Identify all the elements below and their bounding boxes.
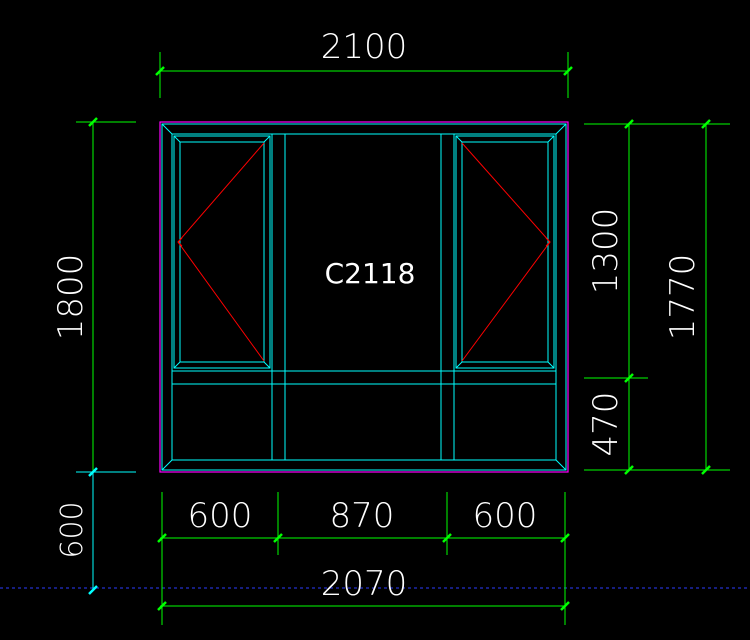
left-sash-outer — [173, 135, 271, 369]
outer-frame — [161, 123, 567, 471]
right-hinge-tick — [545, 237, 551, 247]
right-sash-bevel-tr — [547, 135, 555, 143]
dim-bottom-total-tick-right — [560, 601, 570, 611]
dim-bottom-segment-3: 600 — [473, 496, 538, 536]
frame-bevel-tr — [555, 123, 567, 135]
dim-bottom-segment-1: 600 — [188, 496, 253, 536]
dim-top-tick-left — [155, 66, 165, 76]
dim-top-width: 2100 — [321, 27, 408, 67]
dim-bottom-total-tick-left — [157, 601, 167, 611]
dim-bottom-tick-2 — [273, 533, 283, 543]
left-hinge-tick — [177, 237, 183, 247]
dim-bottom-tick-1 — [157, 533, 167, 543]
frame-bevel-br — [555, 459, 567, 471]
dim-right-tick-bottom — [624, 465, 634, 475]
dim-sill-tick-bottom — [88, 585, 98, 595]
right-opening-marker — [461, 142, 551, 362]
right-sash-inner — [461, 141, 549, 363]
right-sash-outer — [455, 135, 555, 369]
dim-bottom-tick-4 — [560, 533, 570, 543]
dim-right-tick-top — [624, 119, 634, 129]
dim-bottom-segment-2: 870 — [330, 496, 395, 536]
dim-right-upper-height: 1300 — [586, 208, 626, 295]
left-sash-inner — [179, 141, 265, 363]
dimension-lines — [76, 52, 730, 625]
right-sash-bevel-tl — [455, 135, 463, 143]
dim-right-total-height: 1770 — [663, 254, 703, 341]
window-tag: C2118 — [325, 257, 416, 290]
outer-frame-magenta — [159, 121, 569, 473]
dim-bottom-total-width: 2070 — [321, 564, 408, 604]
frame-bevel-bl — [161, 459, 173, 471]
dim-left-height: 1800 — [51, 254, 91, 341]
frame-bevel-tl — [161, 123, 173, 135]
right-sash-bevel-bl — [455, 361, 463, 369]
left-opening-marker — [177, 142, 265, 362]
left-sash-bevel-tl — [173, 135, 181, 143]
left-sash-bevel-br — [263, 361, 271, 369]
dim-bottom-tick-3 — [442, 533, 452, 543]
left-sash-bevel-bl — [173, 361, 181, 369]
window-frame — [159, 121, 569, 473]
dim-right-total-tick-bottom — [701, 465, 711, 475]
dim-right-lower-height: 470 — [586, 392, 626, 457]
dim-left-sill-height: 600 — [55, 501, 90, 558]
dim-left-tick-top — [88, 117, 98, 127]
inner-frame — [171, 133, 557, 461]
right-sash-bevel-br — [547, 361, 555, 369]
opening-markers — [177, 142, 551, 362]
dim-top-tick-right — [563, 66, 573, 76]
dim-right-total-tick-top — [701, 119, 711, 129]
left-sash-bevel-tr — [263, 135, 271, 143]
dim-right-tick-mid — [624, 373, 634, 383]
